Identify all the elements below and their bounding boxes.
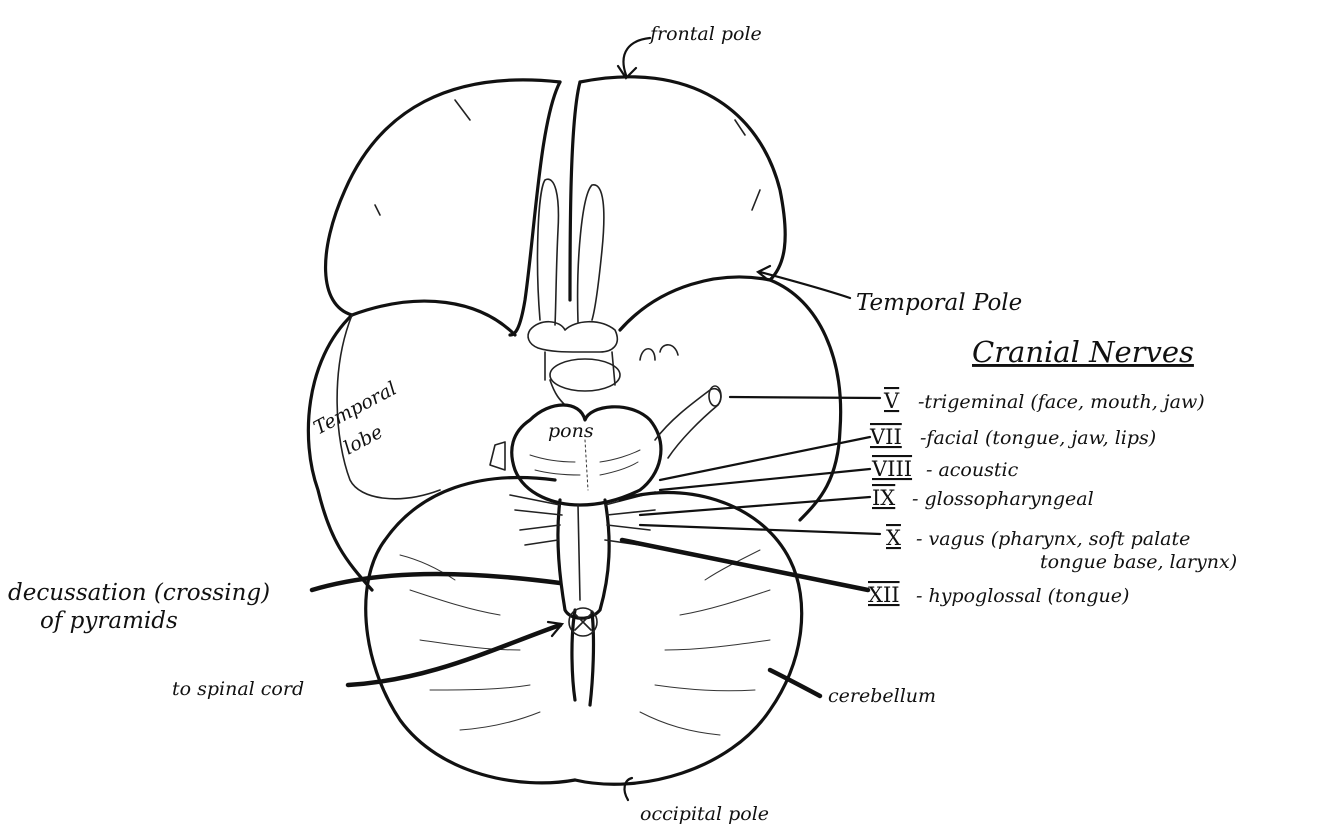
temporal-lobe-label-2: lobe: [340, 421, 386, 460]
nerve-text-xii: - hypoglossal (tongue): [916, 585, 1129, 607]
nerve-text-ix: - glossopharyngeal: [912, 488, 1094, 510]
temporal-lobe-label: Temporal: [310, 377, 400, 439]
brain-outline: [308, 77, 840, 590]
nerve-text-v: -trigeminal (face, mouth, jaw): [918, 391, 1205, 413]
nerve-numeral-ix: IX: [872, 486, 895, 510]
nerve-numeral-x: X: [886, 526, 901, 550]
brainstem: [490, 322, 721, 705]
decussation-label: decussation (crossing): [8, 580, 270, 606]
spinal-cord-label: to spinal cord: [172, 678, 304, 700]
nerve-text-vii: -facial (tongue, jaw, lips): [920, 427, 1156, 449]
cerebellum-label: cerebellum: [828, 685, 936, 707]
temporal-pole-label: Temporal Pole: [856, 290, 1022, 316]
nerve-numeral-xii: XII: [868, 583, 900, 607]
nerve-text-x: - vagus (pharynx, soft palate: [916, 528, 1190, 550]
leader-lines: [312, 38, 880, 800]
nerve-text-x-2: tongue base, larynx): [1040, 551, 1237, 573]
occipital-pole-label: occipital pole: [640, 803, 769, 825]
nerve-numeral-vii: VII: [869, 425, 902, 449]
pons-label: pons: [548, 420, 594, 442]
nerve-numeral-v: V: [883, 389, 900, 413]
cranial-nerves-title: Cranial Nerves: [972, 335, 1194, 369]
cerebellum: [366, 478, 802, 785]
cranial-nerves-legend: Cranial Nerves V -trigeminal (face, mout…: [868, 335, 1237, 607]
decussation-label-2: of pyramids: [40, 608, 178, 634]
frontal-pole-label: frontal pole: [648, 23, 762, 45]
nerve-text-viii: - acoustic: [926, 459, 1019, 481]
nerve-numeral-viii: VIII: [871, 457, 912, 481]
